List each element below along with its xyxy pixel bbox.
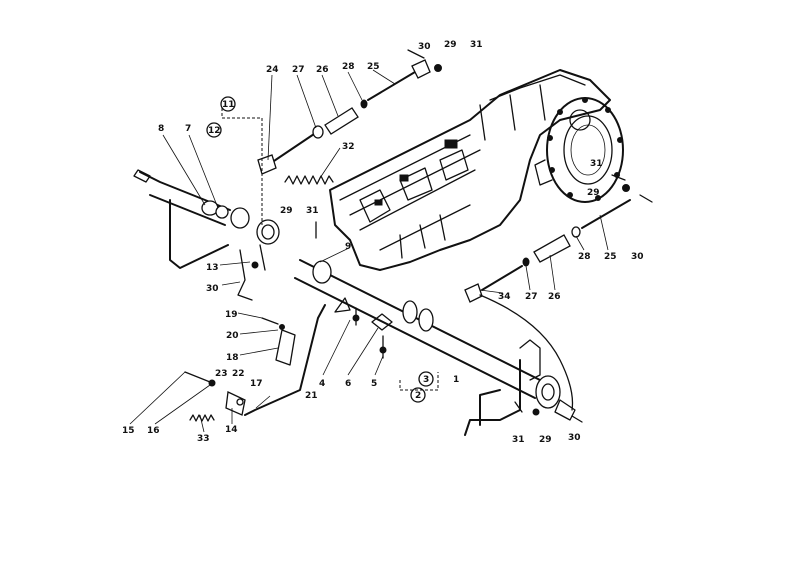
callout-14: 14 bbox=[225, 425, 238, 435]
callout-5: 5 bbox=[371, 379, 377, 389]
callout-29: 29 bbox=[444, 40, 457, 50]
callout-28: 28 bbox=[342, 62, 355, 72]
transmission-housing bbox=[329, 69, 611, 271]
callout-16: 16 bbox=[147, 426, 160, 436]
flange-plate bbox=[534, 97, 624, 203]
callout-30c: 30 bbox=[631, 252, 644, 262]
callout-7: 7 bbox=[185, 124, 191, 134]
callout-9: 9 bbox=[345, 242, 351, 252]
leader-lines bbox=[129, 69, 609, 433]
callout-17: 17 bbox=[250, 379, 263, 389]
spring-32 bbox=[284, 175, 334, 185]
callout-30b: 30 bbox=[206, 284, 219, 294]
callout-31: 31 bbox=[470, 40, 483, 50]
callout-25: 25 bbox=[367, 62, 380, 72]
callout-33: 33 bbox=[197, 434, 210, 444]
callout-6: 6 bbox=[345, 379, 351, 389]
callout-18: 18 bbox=[226, 353, 239, 363]
circle-11 bbox=[220, 96, 236, 112]
callout-3: 3 bbox=[423, 375, 429, 385]
callout-29c: 29 bbox=[587, 188, 600, 198]
callout-27b: 27 bbox=[525, 292, 538, 302]
callout-19: 19 bbox=[225, 310, 238, 320]
callout-26: 26 bbox=[316, 65, 329, 75]
bracket-11 bbox=[221, 108, 263, 225]
callout-29d: 29 bbox=[539, 435, 552, 445]
circle-3 bbox=[418, 371, 434, 387]
callout-32: 32 bbox=[342, 142, 355, 152]
callout-31d: 31 bbox=[512, 435, 525, 445]
callout-28b: 28 bbox=[578, 252, 591, 262]
callout-29b: 29 bbox=[280, 206, 293, 216]
callout-8: 8 bbox=[158, 124, 164, 134]
callout-25b: 25 bbox=[604, 252, 617, 262]
callout-34: 34 bbox=[498, 292, 511, 302]
callout-23: 23 bbox=[215, 369, 228, 379]
pedal-left bbox=[133, 169, 280, 301]
callout-21: 21 bbox=[305, 391, 318, 401]
lower-rod-assembly bbox=[464, 174, 653, 303]
callout-30: 30 bbox=[418, 42, 431, 52]
callout-labels: 30 29 31 24 27 26 28 25 11 12 8 7 32 29 … bbox=[122, 40, 644, 445]
bolts bbox=[315, 221, 583, 423]
callout-13: 13 bbox=[206, 263, 219, 273]
circle-12 bbox=[206, 122, 222, 138]
cable bbox=[479, 294, 574, 411]
bracket-2 bbox=[399, 372, 439, 391]
callout-1: 1 bbox=[453, 375, 459, 385]
callout-24: 24 bbox=[266, 65, 279, 75]
callout-27: 27 bbox=[292, 65, 305, 75]
callout-31c: 31 bbox=[590, 159, 603, 169]
callout-4: 4 bbox=[319, 379, 325, 389]
callout-22: 22 bbox=[232, 369, 245, 379]
pedal-right bbox=[464, 339, 576, 436]
brake-lever-assembly bbox=[184, 304, 326, 422]
callout-12: 12 bbox=[208, 126, 221, 136]
circle-2 bbox=[410, 387, 426, 403]
callout-15: 15 bbox=[122, 426, 135, 436]
callout-30d: 30 bbox=[568, 433, 581, 443]
main-shaft bbox=[294, 259, 561, 409]
callout-20: 20 bbox=[226, 331, 239, 341]
callout-31b: 31 bbox=[306, 206, 319, 216]
callout-11: 11 bbox=[222, 100, 235, 110]
callout-2: 2 bbox=[415, 391, 421, 401]
callout-26b: 26 bbox=[548, 292, 561, 302]
